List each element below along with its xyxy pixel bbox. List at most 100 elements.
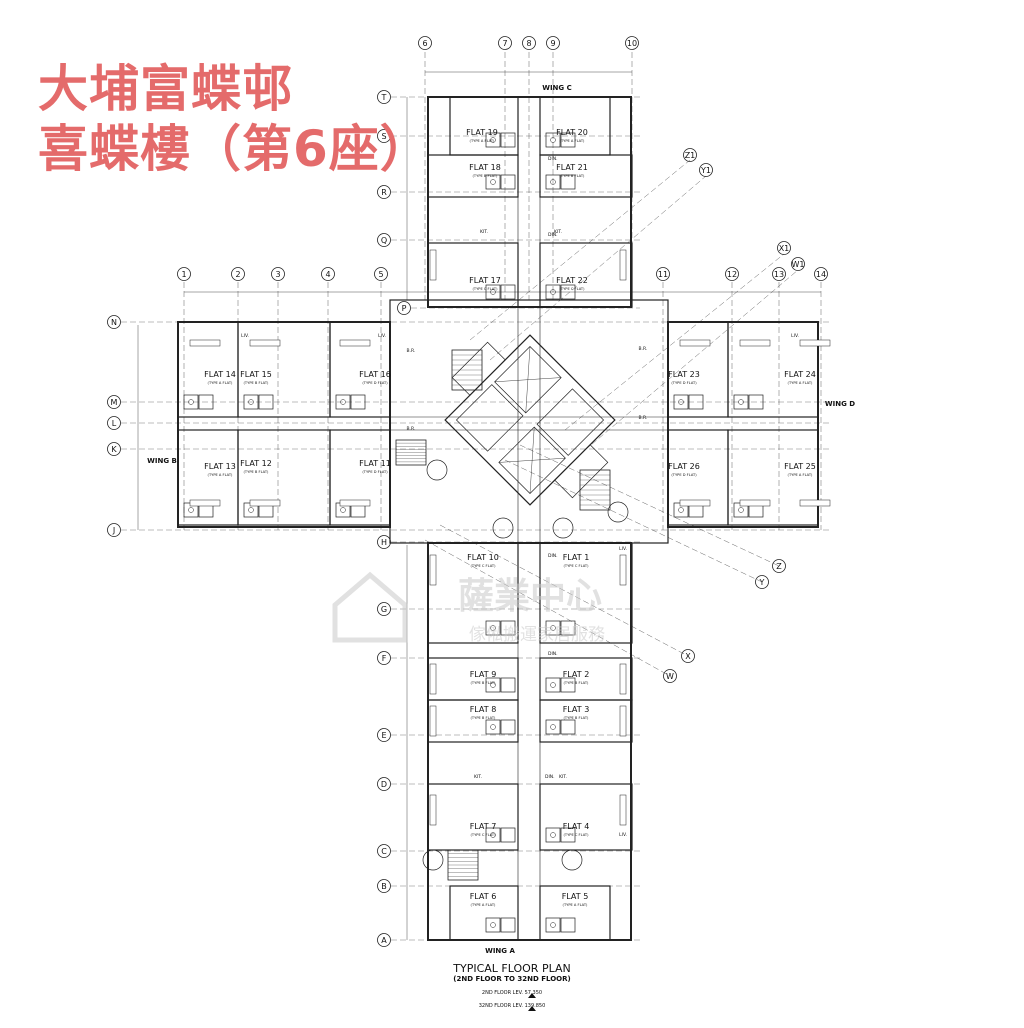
flat-26-name: FLAT 26 <box>668 462 700 471</box>
lift-shaft-3 <box>455 384 524 452</box>
flat-25-wc-fixture <box>738 507 744 513</box>
grid-diag-W1-label: W1 <box>792 260 805 269</box>
flat-8-name: FLAT 8 <box>470 705 497 714</box>
flat-5-type: (TYPE A FLAT) <box>563 903 588 907</box>
grid-col-12-bubble <box>725 267 739 281</box>
flat-4-bathroom <box>545 827 561 843</box>
room-label-br-3: B.R. <box>407 426 416 432</box>
grid-row-F-bubble <box>377 651 391 665</box>
lift-x-1b <box>494 377 562 383</box>
balcony-bar-3 <box>619 794 627 826</box>
flat-26-type: (TYPE D FLAT) <box>671 473 697 477</box>
flat-18-wc-fixture <box>490 179 496 185</box>
flat-8: FLAT 8(TYPE B FLAT) <box>427 699 519 743</box>
flat-23-wc-fixture <box>678 399 684 405</box>
round-room-4 <box>422 849 444 871</box>
balcony-bar-h-0 <box>189 339 221 347</box>
grid-col-7-label: 7 <box>502 39 507 48</box>
wing-a-label: WING A <box>485 947 515 955</box>
grid-row-A-label: A <box>381 936 387 945</box>
grid-row-T-bubble <box>377 90 391 104</box>
grid-row-B-bubble <box>377 879 391 893</box>
room-label-kit-3: KIT. <box>480 229 488 235</box>
flat-22-name: FLAT 22 <box>556 276 588 285</box>
flat-15: FLAT 15(TYPE B FLAT) <box>237 321 331 418</box>
grid-row-A-bubble <box>377 933 391 947</box>
flat-12-name: FLAT 12 <box>240 459 272 468</box>
grid-row-F-label: F <box>382 654 387 663</box>
flat-1-outline <box>539 542 633 644</box>
flat-10-type: (TYPE C FLAT) <box>471 564 497 568</box>
grid-diag-X-label: X <box>685 652 691 661</box>
room-label-din-4: DIN. <box>548 232 558 238</box>
flat-17-outline <box>427 242 519 308</box>
flat-22-bathroom <box>545 284 561 300</box>
block-name-title: 喜蝶樓（第6座） <box>38 120 431 178</box>
diag-line-8 <box>424 539 671 677</box>
diag-line-2 <box>489 175 707 361</box>
balcony-bar-h-9 <box>679 499 711 507</box>
core-outline <box>389 299 669 544</box>
flat-4: FLAT 4(TYPE C FLAT) <box>539 783 633 851</box>
diag-line-3 <box>564 253 785 431</box>
flat-25-name: FLAT 25 <box>784 462 816 471</box>
grid-row-Q-bubble <box>377 233 391 247</box>
level-arrow-32nd <box>528 1006 536 1011</box>
flat-18-bathroom <box>485 174 501 190</box>
flat-2-bathroom <box>545 677 561 693</box>
flat-5-kitchen <box>560 917 576 933</box>
flat-2-name: FLAT 2 <box>563 670 590 679</box>
flat-24-bathroom <box>733 394 749 410</box>
flat-16: FLAT 16(TYPE D FLAT) <box>329 321 391 418</box>
room-label-liv-4: LIV. <box>241 333 249 339</box>
grid-diag-Z-bubble <box>772 559 786 573</box>
flat-17-type: (TYPE C FLAT) <box>473 287 499 291</box>
diag-line-5 <box>519 444 780 567</box>
flat-7-kitchen <box>500 827 516 843</box>
flat-14-wc-fixture <box>188 399 194 405</box>
flat-20-kitchen <box>560 132 576 148</box>
level-2nd-floor: 2ND FLOOR LEV. 57.350 <box>481 990 543 996</box>
flat-17-bathroom <box>485 284 501 300</box>
grid-row-M-label: M <box>111 398 118 407</box>
balcony-bar-9 <box>619 249 627 281</box>
grid-col-7-bubble <box>498 36 512 50</box>
flat-23-bathroom <box>673 394 689 410</box>
grid-diag-Z-label: Z <box>776 562 782 571</box>
flat-14-kitchen <box>198 394 214 410</box>
flat-20-type: (TYPE A FLAT) <box>560 139 585 143</box>
grid-col-9-bubble <box>546 36 560 50</box>
watermark-house-icon <box>332 571 408 643</box>
flat-8-kitchen <box>500 719 516 735</box>
grid-col-3-bubble <box>271 267 285 281</box>
grid-row-R-label: R <box>381 188 387 197</box>
flat-25-type: (TYPE A FLAT) <box>788 473 813 477</box>
flat-16-kitchen <box>350 394 366 410</box>
balcony-bar-1 <box>619 663 627 695</box>
flat-13-wc-fixture <box>188 507 194 513</box>
flat-23-kitchen <box>688 394 704 410</box>
balcony-bar-h-4 <box>249 499 281 507</box>
flat-14-bathroom <box>183 394 199 410</box>
room-label-din-1: DIN. <box>548 651 558 657</box>
wing-b-outline <box>177 321 391 528</box>
flat-3-name: FLAT 3 <box>563 705 590 714</box>
flat-18-name: FLAT 18 <box>469 163 501 172</box>
flat-22-outline <box>539 242 633 308</box>
flat-4-kitchen <box>560 827 576 843</box>
grid-col-6-label: 6 <box>422 39 427 48</box>
grid-col-10-label: 10 <box>627 39 637 48</box>
lift-shaft-1 <box>494 345 562 414</box>
flat-3-wc-fixture <box>550 724 556 730</box>
flat-22-type: (TYPE C FLAT) <box>560 287 586 291</box>
grid-col-1-label: 1 <box>181 270 186 279</box>
flat-23-type: (TYPE D FLAT) <box>671 381 697 385</box>
grid-row-L-bubble <box>107 416 121 430</box>
flat-26: FLAT 26 (TYPE D FLAT) <box>667 429 729 526</box>
grid-col-13-bubble <box>772 267 786 281</box>
flat-1-bathroom <box>545 620 561 636</box>
grid-col-2-label: 2 <box>235 270 240 279</box>
flat-26-wc-fixture <box>678 507 684 513</box>
flat-10: FLAT 10(TYPE C FLAT) <box>427 542 519 644</box>
